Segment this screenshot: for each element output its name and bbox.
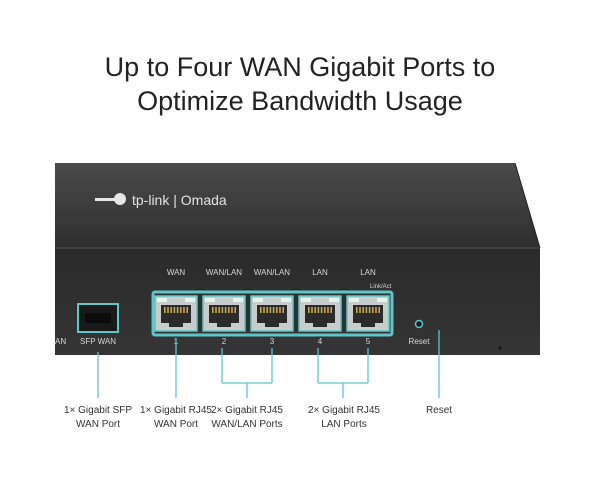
brand-logo-text: tp-link | Omada (132, 192, 227, 208)
port-led (205, 298, 215, 302)
port-led (349, 298, 359, 302)
callout-rj45-wan-line1: 1× Gigabit RJ45 (140, 405, 212, 416)
callout-wan-lan-line2: WAN/LAN Ports (211, 419, 283, 430)
sfp-port (77, 303, 119, 333)
port-group-highlight (151, 290, 394, 337)
port-led (329, 298, 339, 302)
tp-link-logo-icon (95, 193, 126, 205)
headline: Up to Four WAN Gigabit Ports to Optimize… (0, 50, 600, 118)
headline-line-2: Optimize Bandwidth Usage (137, 86, 463, 116)
callout-rj45-wan-line2: WAN Port (153, 419, 199, 430)
port-led (157, 298, 167, 302)
port-led (301, 298, 311, 302)
callout-lines (97, 330, 440, 398)
callout-wan-lan: 2× Gigabit RJ45 WAN/LAN Ports (203, 404, 291, 432)
brand-logo: tp-link | Omada (95, 192, 227, 208)
callout-lan-line2: LAN Ports (321, 419, 367, 430)
port-led (281, 298, 291, 302)
callout-reset: Reset (414, 404, 464, 418)
router-top-surface (55, 163, 540, 248)
callout-sfp-line2: WAN Port (75, 419, 121, 430)
link-act-label: Link/Act (370, 284, 392, 290)
rj45-port (298, 295, 342, 332)
headline-line-1: Up to Four WAN Gigabit Ports to (104, 52, 496, 82)
callout-sfp: 1× Gigabit SFP WAN Port (55, 404, 141, 432)
port-number-label: 5 (366, 337, 371, 346)
callout-lan-line1: 2× Gigabit RJ45 (308, 405, 380, 416)
port-name-label: WAN (167, 268, 186, 277)
port-led (233, 298, 243, 302)
callout-wan-lan-line1: 2× Gigabit RJ45 (211, 405, 283, 416)
callout-rj45-wan: 1× Gigabit RJ45 WAN Port (132, 404, 220, 432)
port-number-label: 3 (270, 337, 275, 346)
port-name-label: LAN (360, 268, 376, 277)
port-led (185, 298, 195, 302)
rj45-port (250, 295, 294, 332)
router-front-panel (55, 248, 540, 355)
callout-sfp-line1: 1× Gigabit SFP (63, 405, 133, 416)
port-name-label: WAN/LAN (254, 268, 290, 277)
reset-button (414, 319, 424, 329)
callout-reset-line1: Reset (425, 405, 453, 416)
port-led (253, 298, 263, 302)
rj45-port (154, 295, 198, 332)
rj45-port (202, 295, 246, 332)
reset-panel-label: Reset (409, 337, 431, 346)
rj45-port (346, 295, 390, 332)
port-name-label: LAN (312, 268, 328, 277)
cut-off-label: AN (55, 337, 66, 346)
port-number-label: 2 (222, 337, 227, 346)
callout-lan: 2× Gigabit RJ45 LAN Ports (300, 404, 388, 432)
port-number-label: 4 (318, 337, 323, 346)
sfp-port-label: SFP WAN (80, 337, 116, 346)
port-name-label: WAN/LAN (206, 268, 242, 277)
port-led (377, 298, 387, 302)
